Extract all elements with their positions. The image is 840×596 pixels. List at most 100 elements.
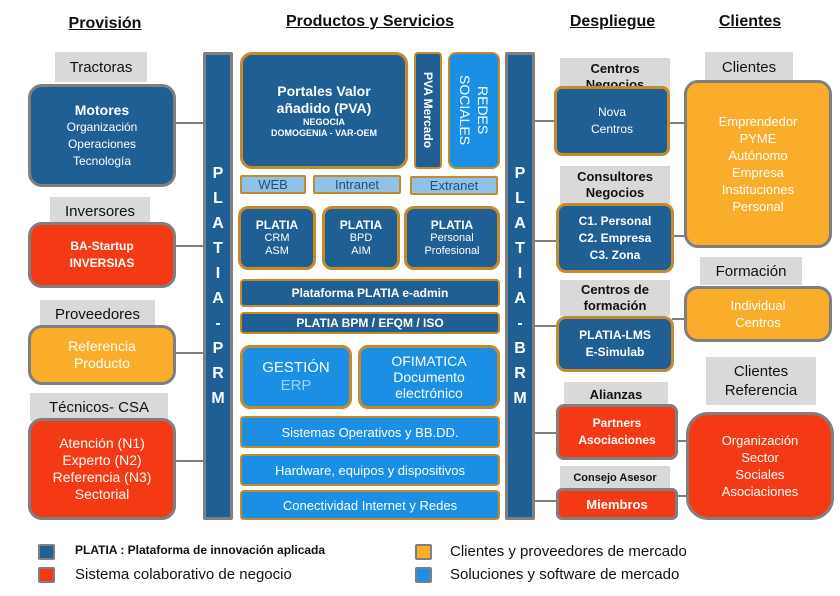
gestion-label: GESTIÓN bbox=[262, 359, 330, 376]
web-pill[interactable]: WEB bbox=[240, 175, 306, 194]
ofimatica-line: electrónico bbox=[395, 385, 463, 401]
prm-letter: P bbox=[212, 340, 224, 357]
platia-prm-bar: P L A T I A - P R M bbox=[203, 52, 233, 520]
brm-letter: I bbox=[517, 265, 523, 282]
ofimatica-line: OFIMATICA bbox=[391, 353, 467, 369]
connector-line bbox=[676, 495, 690, 497]
pva-mercado-label: PVA Mercado bbox=[421, 72, 435, 149]
brm-letter: M bbox=[513, 390, 527, 407]
clientes-line: PYME bbox=[739, 131, 777, 146]
legend-swatch-soluciones bbox=[415, 567, 432, 583]
inversores-box: BA-Startup INVERSIAS bbox=[28, 222, 176, 288]
platia-personal-box: PLATIA Personal Profesional bbox=[404, 206, 500, 270]
prm-letter: T bbox=[213, 240, 223, 257]
centros-tag-line: Centros bbox=[590, 61, 640, 76]
consejo-asesor-tag: Consejo Asesor bbox=[560, 466, 670, 490]
platia-crm-line: ASM bbox=[265, 244, 289, 257]
clientes-box: Emprendedor PYME Autónomo Empresa Instit… bbox=[684, 80, 832, 248]
connector-line bbox=[175, 245, 205, 247]
connector-line bbox=[672, 318, 686, 320]
consultores-box: C1. Personal C2. Empresa C3. Zona bbox=[556, 203, 674, 273]
connector-line bbox=[672, 235, 686, 237]
ofimatica-box: OFIMATICA Documento electrónico bbox=[358, 345, 500, 409]
referencia-line: Asociaciones bbox=[721, 484, 799, 499]
centros-line: Centros bbox=[590, 122, 634, 136]
header-despliegue: Despliegue bbox=[569, 13, 656, 30]
platia-personal-line: PLATIA bbox=[430, 217, 474, 232]
extranet-pill[interactable]: Extranet bbox=[410, 176, 498, 195]
motores-line: Operaciones bbox=[67, 136, 137, 151]
consultores-line: C1. Personal bbox=[578, 213, 652, 228]
sociales-label: SOCIALES bbox=[457, 75, 473, 146]
connector-line bbox=[175, 352, 205, 354]
centros-negocios-box: Nova Centros bbox=[554, 86, 670, 156]
legend-swatch-platia bbox=[38, 544, 55, 560]
redes-sociales-box: REDES SOCIALES bbox=[448, 52, 500, 169]
clientes-line: Instituciones bbox=[721, 182, 795, 197]
referencia-line: Organización bbox=[721, 433, 799, 448]
prm-letter: P bbox=[212, 165, 224, 182]
header-provision: Provisión bbox=[68, 15, 142, 32]
legend-swatch-clientes bbox=[415, 544, 432, 560]
consultores-tag-line: Negocios bbox=[585, 185, 645, 200]
alianzas-line: Partners bbox=[592, 416, 642, 430]
formacion-tag-line: formación bbox=[583, 298, 647, 313]
tecnicos-line: Atención (N1) bbox=[59, 435, 145, 451]
formacion-client-line: Individual bbox=[730, 298, 786, 313]
pva-box: Portales Valor añadido (PVA) NEGOCIA DOM… bbox=[240, 52, 408, 169]
motores-title: Motores bbox=[74, 101, 130, 118]
legend-label-platia: PLATIA : Plataforma de innovación aplica… bbox=[75, 543, 326, 557]
tecnicos-line: Experto (N2) bbox=[62, 452, 142, 468]
proveedores-line: Producto bbox=[73, 355, 131, 371]
consultores-tag-line: Consultores bbox=[577, 169, 653, 184]
consultores-line: C2. Empresa bbox=[578, 230, 652, 245]
formacion-line: PLATIA-LMS bbox=[579, 328, 651, 342]
platia-brm-bar: P L A T I A - B R M bbox=[505, 52, 535, 520]
prm-letter: I bbox=[215, 265, 221, 282]
inversores-line: BA-Startup bbox=[70, 239, 134, 253]
formacion-box: Individual Centros bbox=[684, 286, 832, 342]
intranet-pill[interactable]: Intranet bbox=[313, 175, 401, 194]
motores-line: Tecnología bbox=[72, 153, 132, 168]
erp-label: ERP bbox=[280, 377, 312, 394]
clientes-line: Autónomo bbox=[728, 148, 788, 163]
prm-letter: - bbox=[215, 315, 221, 332]
brm-letter: A bbox=[514, 290, 526, 307]
brm-letter: L bbox=[515, 190, 525, 207]
hardware-bar: Hardware, equipos y dispositivos bbox=[240, 454, 500, 486]
formacion-tag-line: Centros de bbox=[581, 282, 649, 297]
inversores-line: INVERSIAS bbox=[69, 256, 135, 270]
pva-sub: NEGOCIA bbox=[302, 116, 345, 127]
header-productos: Productos y Servicios bbox=[285, 13, 455, 30]
formacion-line: E-Simulab bbox=[585, 345, 645, 359]
legend-label-colaborativo: Sistema colaborativo de negocio bbox=[75, 566, 292, 583]
ofimatica-line: Documento bbox=[393, 369, 465, 385]
referencia-line: Sector bbox=[741, 450, 779, 465]
alianzas-tag: Alianzas bbox=[564, 382, 668, 408]
referencia-line: Sociales bbox=[735, 467, 785, 482]
consultores-tag: Consultores Negocios bbox=[560, 166, 670, 204]
prm-letter: R bbox=[212, 365, 224, 382]
pva-sub: DOMOGENIA - VAR-OEM bbox=[271, 127, 377, 138]
brm-letter: P bbox=[514, 165, 526, 182]
redes-label: REDES bbox=[475, 86, 491, 135]
referencia-tag-line: Clientes bbox=[733, 363, 789, 380]
proveedores-line: Referencia bbox=[68, 338, 136, 354]
miembros-box: Miembros bbox=[556, 488, 678, 520]
alianzas-line: Asociaciones bbox=[578, 433, 656, 447]
formacion-tag: Formación bbox=[700, 257, 802, 285]
platia-bpd-line: BPD bbox=[349, 231, 373, 244]
prm-letter: M bbox=[211, 390, 225, 407]
platia-crm-line: CRM bbox=[264, 231, 290, 244]
consultores-line: C3. Zona bbox=[589, 247, 641, 262]
prm-letter: L bbox=[213, 190, 223, 207]
prm-letter: A bbox=[212, 290, 224, 307]
clientes-referencia-tag: Clientes Referencia bbox=[706, 357, 816, 405]
platia-personal-line: Profesional bbox=[424, 244, 480, 257]
motores-box: Motores Organización Operaciones Tecnolo… bbox=[28, 84, 176, 187]
centros-line: Nova bbox=[597, 105, 626, 119]
connector-line bbox=[532, 240, 558, 242]
tecnicos-line: Referencia (N3) bbox=[52, 469, 152, 485]
formacion-client-line: Centros bbox=[735, 315, 781, 330]
platia-bpd-line: PLATIA bbox=[339, 217, 383, 232]
